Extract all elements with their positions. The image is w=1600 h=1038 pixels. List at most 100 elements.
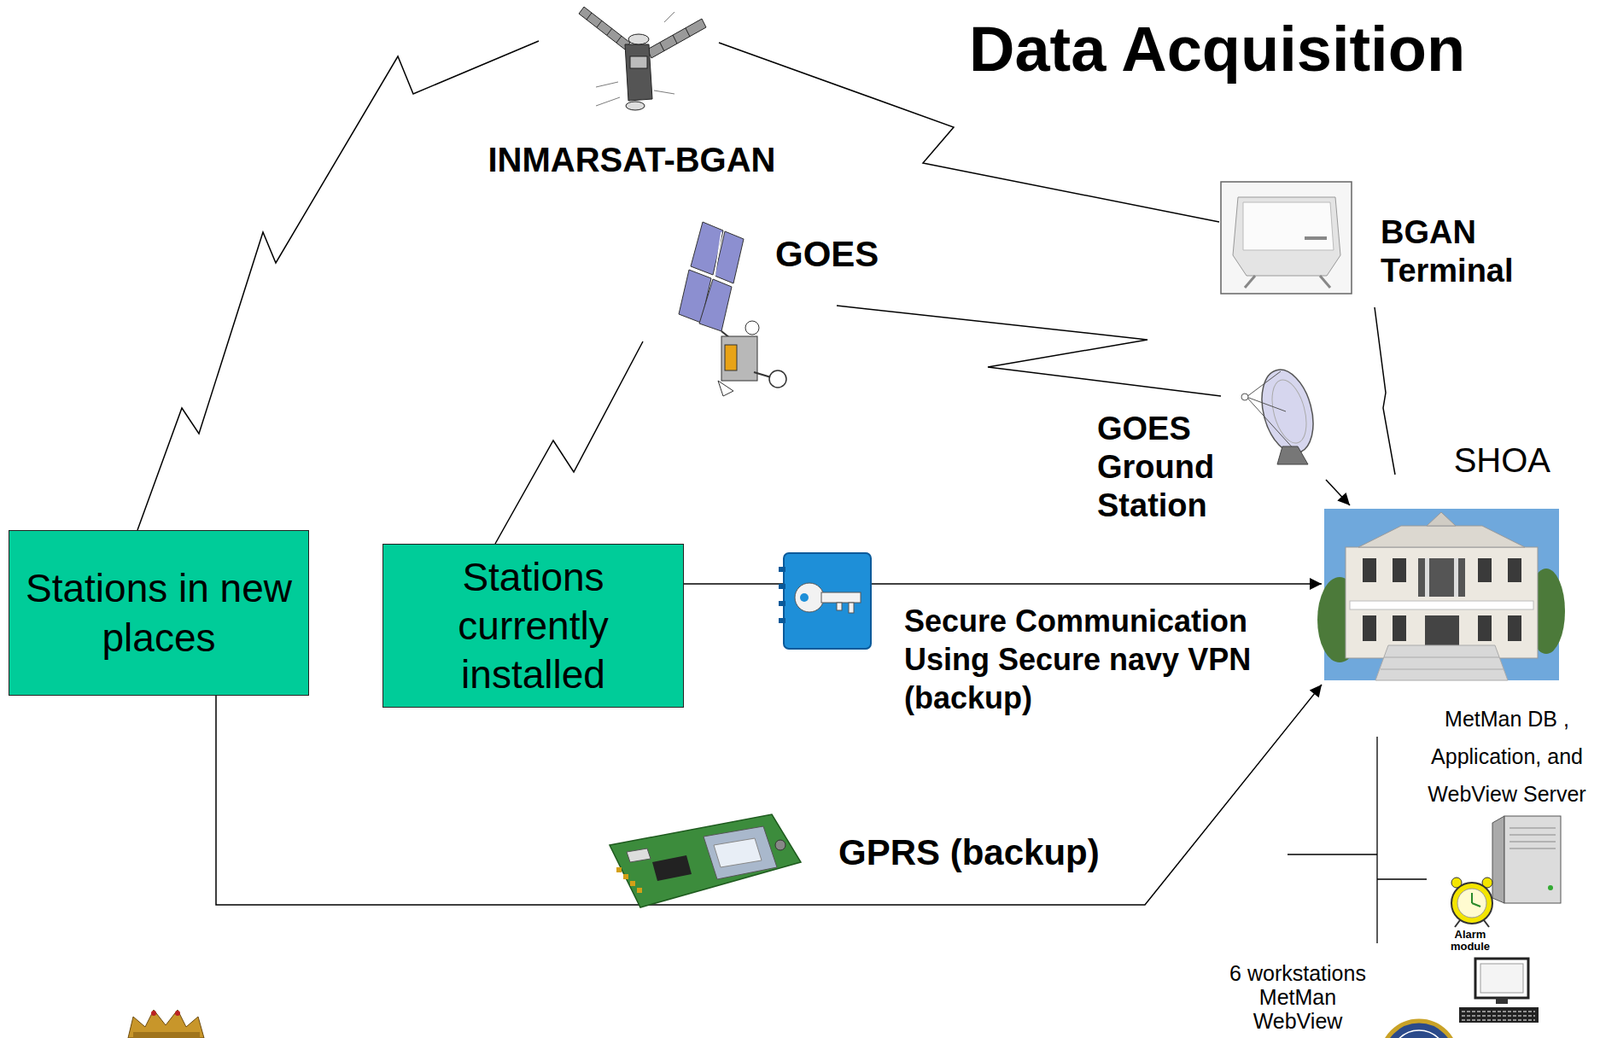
vpn-key-icon <box>800 593 809 602</box>
inmarsat-satellite <box>578 6 631 50</box>
ground-station-dish <box>1246 397 1286 412</box>
shoa-building <box>1324 508 1560 681</box>
ground-station-dish <box>1241 393 1249 401</box>
navy-crown-emblem <box>128 1010 205 1038</box>
inmarsat-satellite <box>625 101 645 111</box>
gprs-module <box>623 874 629 880</box>
server-tower <box>1509 841 1556 843</box>
workstation-computer <box>1459 958 1539 1023</box>
goes-satellite <box>678 221 787 397</box>
server-tower <box>1492 816 1561 904</box>
gprs-module <box>609 814 801 908</box>
gprs-module <box>616 867 622 873</box>
alarm-clock <box>1471 903 1481 907</box>
server-tower <box>1492 816 1505 904</box>
vpn-key-icon <box>836 602 842 611</box>
alarm-clock <box>1471 893 1473 904</box>
inmarsat-satellite <box>664 11 675 23</box>
bgan-terminal <box>1232 197 1341 276</box>
shoa-building <box>1426 512 1456 526</box>
network-bus <box>1287 853 1378 855</box>
goes-satellite <box>714 232 722 277</box>
server-tower <box>1509 848 1556 850</box>
shoa-building <box>1418 558 1466 597</box>
connector <box>836 305 1221 397</box>
shoa-building <box>1477 558 1492 583</box>
inmarsat-satellite <box>672 35 678 44</box>
service-seal <box>1381 1021 1457 1038</box>
workstation-computer <box>1495 998 1508 1005</box>
inmarsat-satellite <box>595 97 620 106</box>
gprs-module <box>626 848 651 863</box>
vpn-key-icon <box>778 618 786 624</box>
workstation-computer <box>1480 963 1524 993</box>
bgan-terminal <box>1304 236 1327 240</box>
gprs-module <box>713 838 762 868</box>
inmarsat-satellite <box>647 18 707 59</box>
vpn-key-icon <box>794 583 824 613</box>
goes-satellite <box>721 336 758 381</box>
diagram-title: Data Acquisition <box>969 17 1516 82</box>
inmarsat-satellite <box>624 44 653 101</box>
inmarsat-satellite <box>578 6 707 111</box>
vpn-key-icon <box>778 553 871 649</box>
goes-satellite <box>753 372 771 378</box>
inmarsat-satellite <box>654 90 675 94</box>
inmarsat-satellite <box>630 56 648 69</box>
workstation-computer <box>1461 1011 1536 1013</box>
workstation-computer <box>1461 1020 1536 1022</box>
ground-station-node: GOES Ground Station <box>1092 358 1332 538</box>
ground-station-dish <box>1266 376 1313 448</box>
node-label: SHOA <box>1321 440 1551 480</box>
shoa-building <box>1358 525 1525 548</box>
ground-station-dish <box>1253 363 1322 459</box>
alarm-clock <box>1454 920 1460 928</box>
server-tower <box>1547 885 1554 891</box>
network-bus <box>1376 736 1378 944</box>
connector <box>1325 479 1350 506</box>
inmarsat-satellite <box>659 42 665 52</box>
bgan-terminal <box>1244 275 1256 288</box>
node-label: GOES Ground Station <box>1097 409 1247 526</box>
connector-label: Secure Communication Using Secure navy V… <box>904 601 1297 718</box>
vpn-key-icon <box>783 553 871 649</box>
shoa-building <box>1424 615 1460 646</box>
terminal-node: BGAN Terminal <box>1216 179 1529 308</box>
gprs-module <box>609 814 801 908</box>
node-label: Stations in new places <box>17 563 300 663</box>
vpn-key-icon <box>848 602 854 614</box>
gprs-module <box>636 887 643 894</box>
inmarsat-satellite <box>586 12 592 20</box>
bgan-terminal <box>1220 181 1352 294</box>
navy-crown-emblem <box>133 1032 200 1038</box>
ground-station-dish <box>1246 397 1297 452</box>
network-bus <box>1377 878 1427 880</box>
navy-crown-emblem <box>175 1010 181 1017</box>
ground-station-dish <box>1241 363 1322 465</box>
shoa-building <box>1349 601 1534 610</box>
ground-station-dish <box>1246 371 1281 398</box>
shoa-building <box>1375 645 1508 681</box>
shoa-building <box>1392 615 1407 642</box>
gprs-module <box>775 840 786 851</box>
workstation-computer <box>1459 1007 1539 1023</box>
shoa-building <box>1345 547 1538 659</box>
vpn-key-icon <box>778 601 786 607</box>
goes-satellite <box>699 279 732 332</box>
vpn-key-icon <box>821 592 861 603</box>
bgan-terminal <box>1243 202 1334 251</box>
workstation-node: 6 workstations MetMan WebView <box>1220 961 1375 1034</box>
goes-satellite <box>718 380 734 397</box>
gprs-module <box>630 881 636 887</box>
connector <box>1374 307 1396 475</box>
node-label: BGAN Terminal <box>1380 213 1526 291</box>
shoa-building <box>1317 508 1565 681</box>
bgan-terminal <box>1319 275 1331 288</box>
goes-satellite <box>745 321 760 335</box>
node-label: GOES <box>775 233 888 275</box>
shoa-building <box>1362 558 1377 583</box>
server-tower <box>1509 828 1556 830</box>
node-label: INMARSAT-BGAN <box>461 140 803 180</box>
